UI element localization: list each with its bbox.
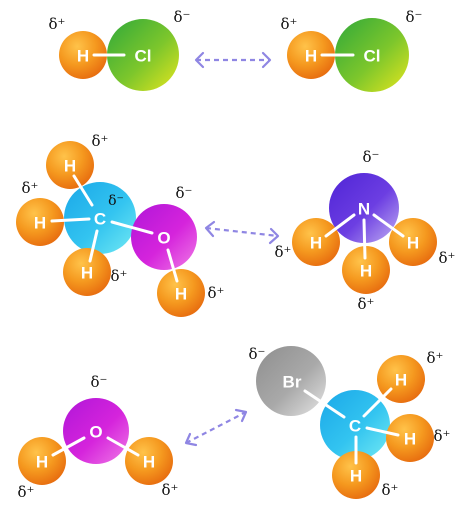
partial-positive-charge: δ⁺	[439, 249, 456, 267]
hydrogen-label: H	[64, 157, 76, 176]
partial-negative-charge: δ⁻	[249, 345, 266, 363]
oxygen-label: O	[157, 229, 170, 248]
molecule-hcl-left: H Cl δ⁺ δ⁻	[49, 8, 191, 91]
hydrogen-label: H	[395, 371, 407, 390]
hydrogen-label: H	[404, 430, 416, 449]
bond	[365, 426, 400, 437]
atom-chlorine	[335, 18, 409, 92]
partial-negative-charge: δ⁻	[174, 8, 191, 26]
partial-positive-charge: δ⁺	[275, 243, 292, 261]
carbon-label: C	[349, 417, 361, 436]
atom-oxygen	[131, 204, 197, 270]
atom-hydrogen-top	[46, 141, 94, 189]
hydrogen-label: H	[175, 285, 187, 304]
hydrogen-label: H	[350, 467, 362, 486]
atom-hydrogen-left	[16, 198, 64, 246]
bromine-label: Br	[283, 373, 302, 392]
hydrogen-label: H	[81, 264, 93, 283]
carbon-label: C	[94, 210, 106, 229]
atom-hydrogen-left	[18, 437, 66, 485]
dipole-dipole-arrow	[184, 408, 248, 447]
bond	[50, 217, 91, 223]
dipole-dipole-arrow	[204, 220, 280, 245]
partial-positive-charge: δ⁺	[208, 284, 225, 302]
partial-positive-charge: δ⁺	[92, 132, 109, 150]
atom-oxygen	[63, 398, 129, 464]
partial-negative-charge: δ⁻	[108, 193, 124, 209]
partial-positive-charge: δ⁺	[382, 481, 399, 499]
atom-nitrogen	[329, 173, 399, 243]
hydrogen-label: H	[407, 234, 419, 253]
partial-positive-charge: δ⁺	[281, 15, 298, 33]
bond	[362, 218, 367, 260]
bond	[372, 213, 405, 238]
partial-negative-charge: δ⁻	[363, 148, 380, 166]
bond	[324, 213, 356, 238]
hydrogen-label: H	[310, 234, 322, 253]
hydrogen-label: H	[36, 453, 48, 472]
molecule-methanol: H H H H C O δ⁺ δ⁺ δ⁺ δ⁺ δ⁻ δ⁻	[16, 132, 224, 317]
bond	[106, 436, 140, 457]
partial-positive-charge: δ⁺	[111, 267, 128, 285]
atom-hydrogen-bottom	[63, 248, 111, 296]
nitrogen-label: N	[358, 200, 370, 219]
bond	[166, 248, 179, 283]
partial-positive-charge: δ⁺	[427, 349, 444, 367]
atom-hydrogen-right	[386, 414, 434, 462]
partial-positive-charge: δ⁺	[49, 15, 66, 33]
hydrogen-label: H	[77, 47, 89, 66]
atom-hydrogen-bottom	[342, 246, 390, 294]
atom-hydrogen-right	[125, 437, 173, 485]
partial-positive-charge: δ⁺	[18, 483, 35, 501]
partial-negative-charge: δ⁻	[91, 373, 108, 391]
hydrogen-label: H	[34, 214, 46, 233]
atom-hydrogen-hydroxyl	[157, 269, 205, 317]
bond	[362, 387, 393, 418]
partial-positive-charge: δ⁺	[162, 481, 179, 499]
hydrogen-label: H	[305, 47, 317, 66]
bond	[303, 389, 346, 419]
partial-negative-charge: δ⁻	[406, 8, 423, 26]
bond	[72, 174, 94, 207]
hydrogen-label: H	[360, 262, 372, 281]
chlorine-label: Cl	[364, 47, 381, 66]
atom-carbon	[64, 182, 136, 254]
atom-hydrogen-left	[292, 218, 340, 266]
partial-negative-charge: δ⁻	[176, 184, 193, 202]
atom-hydrogen-right	[389, 218, 437, 266]
atom-chlorine	[107, 19, 179, 91]
bond	[88, 229, 99, 263]
partial-positive-charge: δ⁺	[22, 179, 39, 197]
atom-hydrogen	[287, 31, 335, 79]
bond	[51, 436, 86, 457]
chlorine-label: Cl	[135, 47, 152, 66]
atom-hydrogen	[59, 31, 107, 79]
molecule-bromomethane: Br C H H H δ⁻ δ⁺ δ⁺ δ⁺	[249, 345, 451, 499]
partial-positive-charge: δ⁺	[434, 427, 451, 445]
atom-bromine	[256, 346, 326, 416]
hydrogen-label: H	[143, 453, 155, 472]
partial-positive-charge: δ⁺	[358, 295, 375, 313]
atom-hydrogen-bottom	[332, 451, 380, 499]
molecule-hcl-right: H Cl δ⁺ δ⁻	[281, 8, 423, 92]
molecule-water: O H H δ⁻ δ⁺ δ⁺	[18, 373, 179, 501]
bond	[110, 220, 154, 235]
dipole-dipole-arrow	[194, 51, 272, 69]
oxygen-label: O	[89, 423, 102, 442]
molecule-ammonia: N H H H δ⁻ δ⁺ δ⁺ δ⁺	[275, 148, 456, 313]
